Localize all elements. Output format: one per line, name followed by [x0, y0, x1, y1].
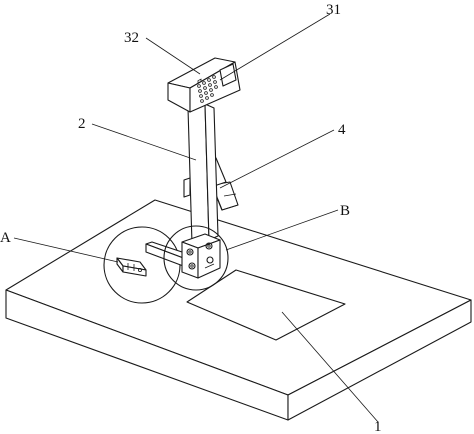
detail-circle-b	[163, 225, 229, 291]
vertical-column	[187, 103, 219, 245]
reference-labels: 31 32 2 4 A B 1	[0, 2, 382, 434]
label-1: 1	[374, 419, 382, 434]
label-b: B	[340, 203, 350, 219]
label-4: 4	[338, 122, 346, 138]
display-head	[167, 57, 241, 113]
label-31: 31	[326, 2, 341, 18]
leader-lines	[13, 13, 379, 423]
label-a: A	[0, 230, 11, 246]
label-2: 2	[78, 116, 86, 132]
weighing-pad	[186, 269, 346, 341]
side-bracket	[183, 177, 191, 198]
keypad	[197, 75, 218, 103]
label-32: 32	[124, 30, 139, 46]
